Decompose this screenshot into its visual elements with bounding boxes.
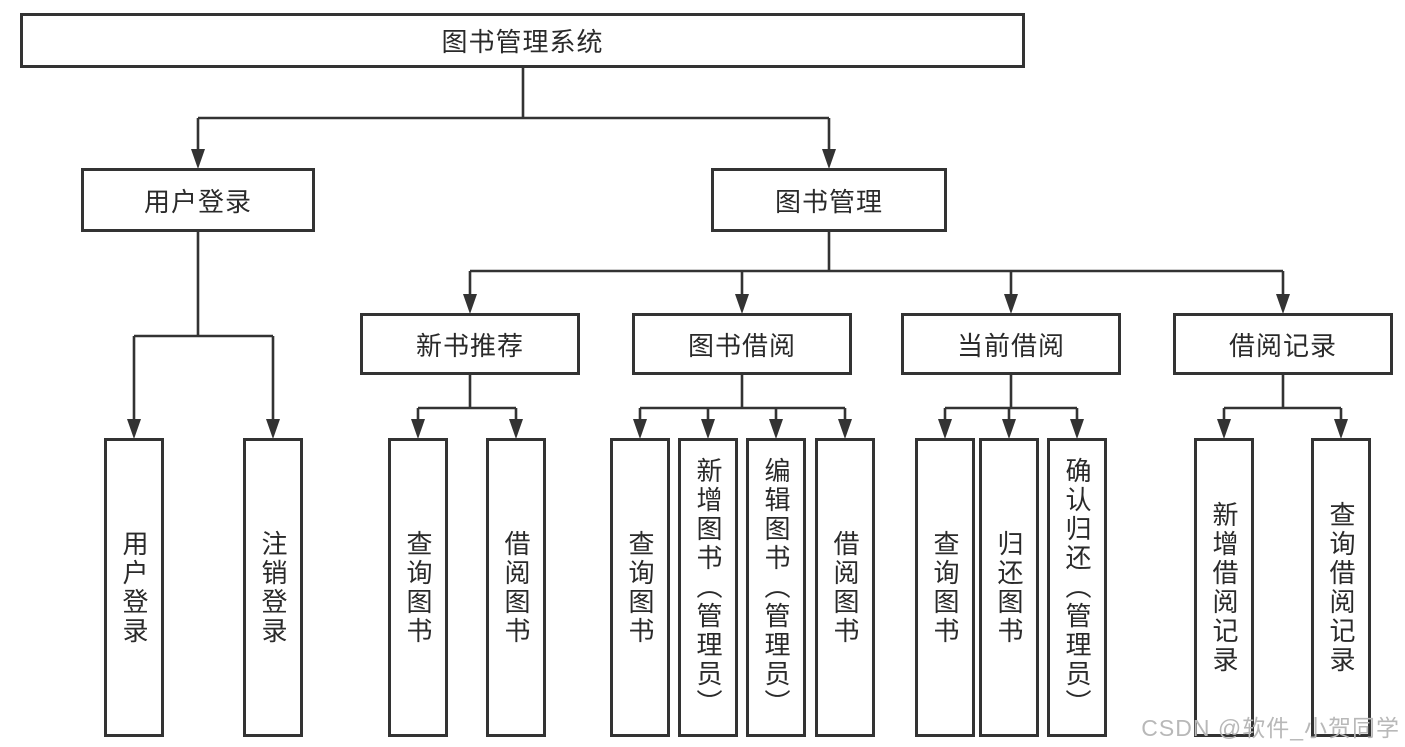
- arrow-down-icon: [735, 294, 749, 314]
- node-book-borrowing: 图书借阅: [632, 313, 852, 375]
- arrow-down-icon: [1276, 294, 1290, 314]
- arrow-down-icon: [633, 419, 647, 439]
- connector-root-to-level2: [196, 68, 831, 165]
- connector-borrow-record-children: [1222, 375, 1343, 435]
- arrow-down-icon: [769, 419, 783, 439]
- arrow-down-icon: [701, 419, 715, 439]
- leaf-confirm-return-admin: 确认归还（管理员）: [1047, 438, 1107, 737]
- arrow-down-icon: [463, 294, 477, 314]
- connector-new-book-children: [416, 375, 518, 435]
- leaf-add-books-admin: 新增图书（管理员）: [678, 438, 738, 737]
- csdn-watermark: CSDN @软件_小贺同学: [1141, 715, 1400, 741]
- node-borrowing-records: 借阅记录: [1173, 313, 1393, 375]
- arrow-down-icon: [509, 419, 523, 439]
- leaf-borrow-books-recommend: 借阅图书: [486, 438, 546, 737]
- node-library-management-system: 图书管理系统: [20, 13, 1025, 68]
- arrow-down-icon: [1070, 419, 1084, 439]
- connector-book-borrow-children: [638, 375, 847, 435]
- leaf-query-books-borrowing: 查询图书: [610, 438, 670, 737]
- leaf-edit-books-admin: 编辑图书（管理员）: [746, 438, 806, 737]
- leaf-return-books: 归还图书: [979, 438, 1039, 737]
- connector-book-mgmt-to-level3: [468, 232, 1285, 310]
- leaf-logout-login: 注销登录: [243, 438, 303, 737]
- leaf-query-books-recommend: 查询图书: [388, 438, 448, 737]
- node-new-book-recommend: 新书推荐: [360, 313, 580, 375]
- leaf-query-books-current: 查询图书: [915, 438, 975, 737]
- arrow-down-icon: [266, 419, 280, 439]
- leaf-borrow-books: 借阅图书: [815, 438, 875, 737]
- node-book-management: 图书管理: [711, 168, 947, 232]
- arrow-down-icon: [1002, 419, 1016, 439]
- leaf-user-login: 用户登录: [104, 438, 164, 737]
- connector-user-login-branch: [132, 232, 275, 435]
- arrow-down-icon: [938, 419, 952, 439]
- arrow-down-icon: [1004, 294, 1018, 314]
- arrow-down-icon: [127, 419, 141, 439]
- node-current-borrowing: 当前借阅: [901, 313, 1121, 375]
- node-user-login: 用户登录: [81, 168, 315, 232]
- leaf-add-borrow-record: 新增借阅记录: [1194, 438, 1254, 737]
- arrow-down-icon: [822, 149, 836, 169]
- arrow-down-icon: [1217, 419, 1231, 439]
- arrow-down-icon: [191, 149, 205, 169]
- arrow-down-icon: [411, 419, 425, 439]
- arrow-down-icon: [1334, 419, 1348, 439]
- leaf-query-borrow-record: 查询借阅记录: [1311, 438, 1371, 737]
- arrow-down-icon: [838, 419, 852, 439]
